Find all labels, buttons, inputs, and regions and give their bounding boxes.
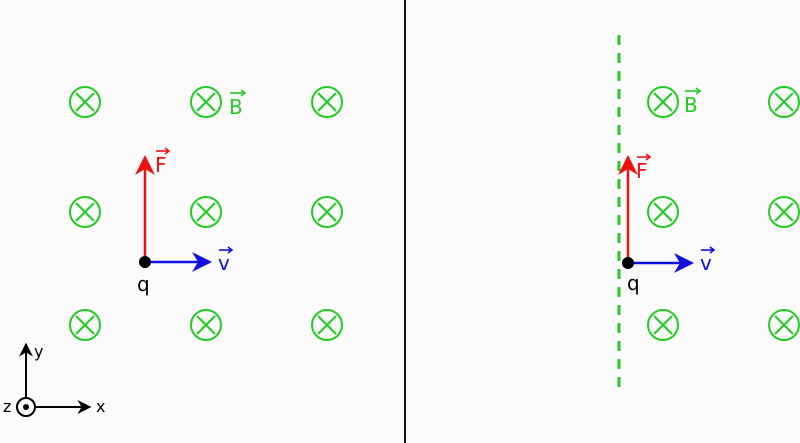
vector-bar-head [227, 246, 234, 254]
field-grid-right [647, 86, 800, 341]
force-label-text: F [636, 159, 648, 183]
force-label-right: F [636, 153, 652, 183]
velocity-label-text: v [218, 251, 230, 275]
left-panel: B F v q y x z [3, 86, 343, 417]
vector-bar-head [240, 89, 247, 97]
circle-cross-icon [311, 196, 343, 228]
coordinate-axes: y x z [3, 342, 105, 417]
velocity-label-text: v [700, 251, 712, 275]
circle-cross-icon [311, 309, 343, 341]
velocity-label-right: v [700, 246, 716, 275]
circle-cross-icon [647, 309, 679, 341]
circle-cross-icon [768, 196, 800, 228]
velocity-label-left: v [218, 246, 234, 275]
field-label-text: B [684, 93, 698, 117]
z-axis-dot [23, 404, 29, 410]
field-label-left: B [229, 89, 247, 119]
charge-dot-right [622, 257, 634, 269]
charge-label-left: q [137, 272, 150, 296]
x-axis-label: x [96, 397, 105, 416]
field-label-right: B [684, 87, 702, 117]
circle-cross-icon [69, 309, 101, 341]
vector-bar-head [645, 153, 652, 161]
force-label-left: F [155, 147, 171, 177]
circle-cross-icon [190, 86, 222, 118]
vector-bar-head [709, 246, 716, 254]
circle-cross-icon [190, 196, 222, 228]
charge-label-right: q [627, 271, 640, 295]
right-panel: B F v q [617, 35, 800, 395]
vector-bar-head [695, 87, 702, 95]
field-label-text: B [229, 95, 243, 119]
circle-cross-icon [311, 86, 343, 118]
vector-bar-head [164, 147, 171, 155]
charge-dot-left [139, 256, 151, 268]
y-axis-label: y [34, 342, 43, 361]
circle-cross-icon [647, 196, 679, 228]
circle-cross-icon [69, 86, 101, 118]
circle-cross-icon [190, 309, 222, 341]
field-grid-left [69, 86, 343, 341]
circle-cross-icon [647, 86, 679, 118]
force-label-text: F [155, 153, 167, 177]
circle-cross-icon [69, 196, 101, 228]
circle-cross-icon [768, 309, 800, 341]
z-axis-label: z [3, 397, 11, 416]
circle-cross-icon [768, 86, 800, 118]
